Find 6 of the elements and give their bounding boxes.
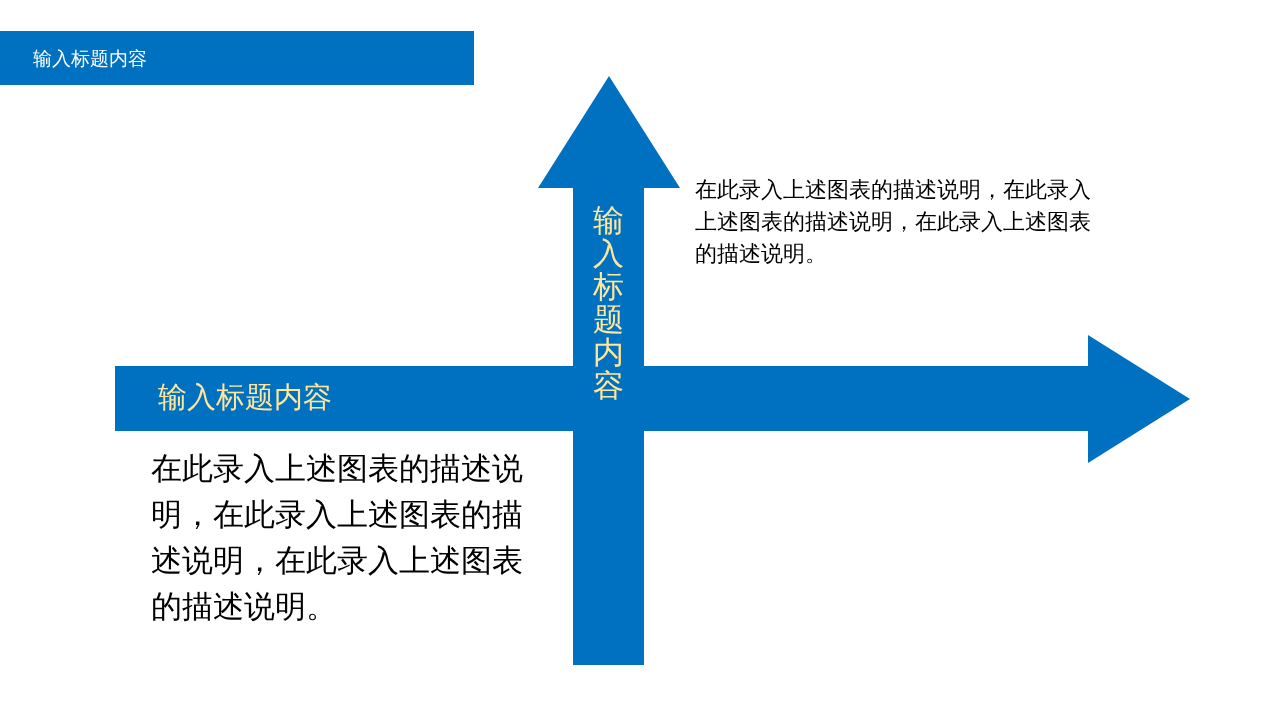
arrow-label: 输入标题内容 bbox=[593, 204, 625, 402]
description-text: 在此录入上述图表的描述说明，在此录入上述图表的描述说明，在此录入上述图表的描述说明。 bbox=[695, 176, 1092, 268]
title-banner: 输入标题内容 bbox=[0, 31, 474, 85]
up-arrow bbox=[538, 76, 680, 665]
arrow-label: 输入标题内容 bbox=[158, 379, 332, 415]
description-text: 在此录入上述图表的描述说明，在此录入上述图表的描述说明，在此录入上述图表的描述说明。 bbox=[151, 449, 524, 626]
